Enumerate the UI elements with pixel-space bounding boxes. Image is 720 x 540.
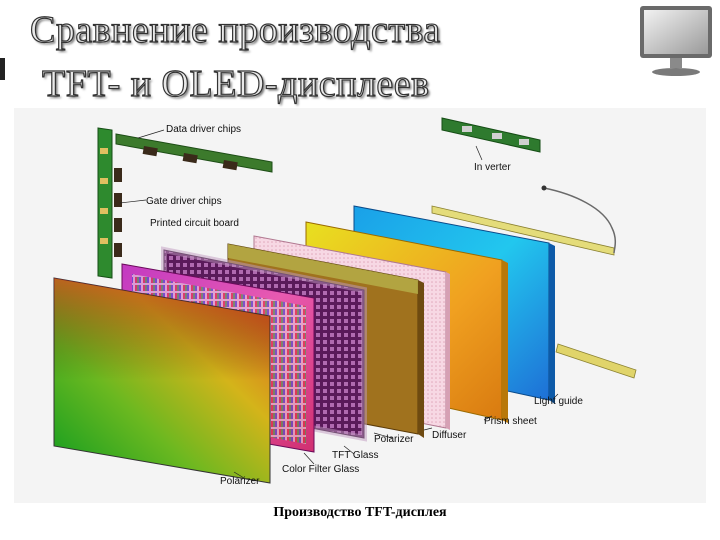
label-prism-sheet: Prism sheet bbox=[484, 416, 537, 427]
data-driver-board bbox=[116, 134, 272, 172]
slide-title-line-1: Сравнение производства bbox=[30, 8, 610, 52]
label-tft-glass: TFT Glass bbox=[332, 450, 378, 461]
label-data-driver-chips: Data driver chips bbox=[166, 124, 241, 135]
label-gate-driver-chips: Gate driver chips bbox=[146, 196, 222, 207]
inverter-board bbox=[442, 118, 540, 152]
slide-edge-mark bbox=[0, 58, 5, 80]
slide-title-line-2: TFT- и OLED-дисплеев bbox=[42, 62, 622, 106]
figure-caption: Производство TFT-дисплея bbox=[0, 505, 720, 521]
lower-lamp bbox=[556, 344, 636, 378]
monitor-icon bbox=[636, 2, 716, 80]
label-printed-circuit-board: Printed circuit board bbox=[150, 218, 239, 229]
label-diffuser: Diffuser bbox=[432, 430, 467, 441]
label-polarizer-mid: Polarizer bbox=[374, 434, 414, 445]
label-polarizer-front: Polarizer bbox=[220, 476, 260, 487]
gate-driver-chips bbox=[114, 168, 122, 257]
label-color-filter-glass: Color Filter Glass bbox=[282, 464, 359, 475]
label-inverter: In verter bbox=[474, 162, 511, 173]
label-light-guide: Light guide bbox=[534, 396, 583, 407]
tft-exploded-diagram: Data driver chips Gate driver chips Prin… bbox=[14, 108, 706, 503]
